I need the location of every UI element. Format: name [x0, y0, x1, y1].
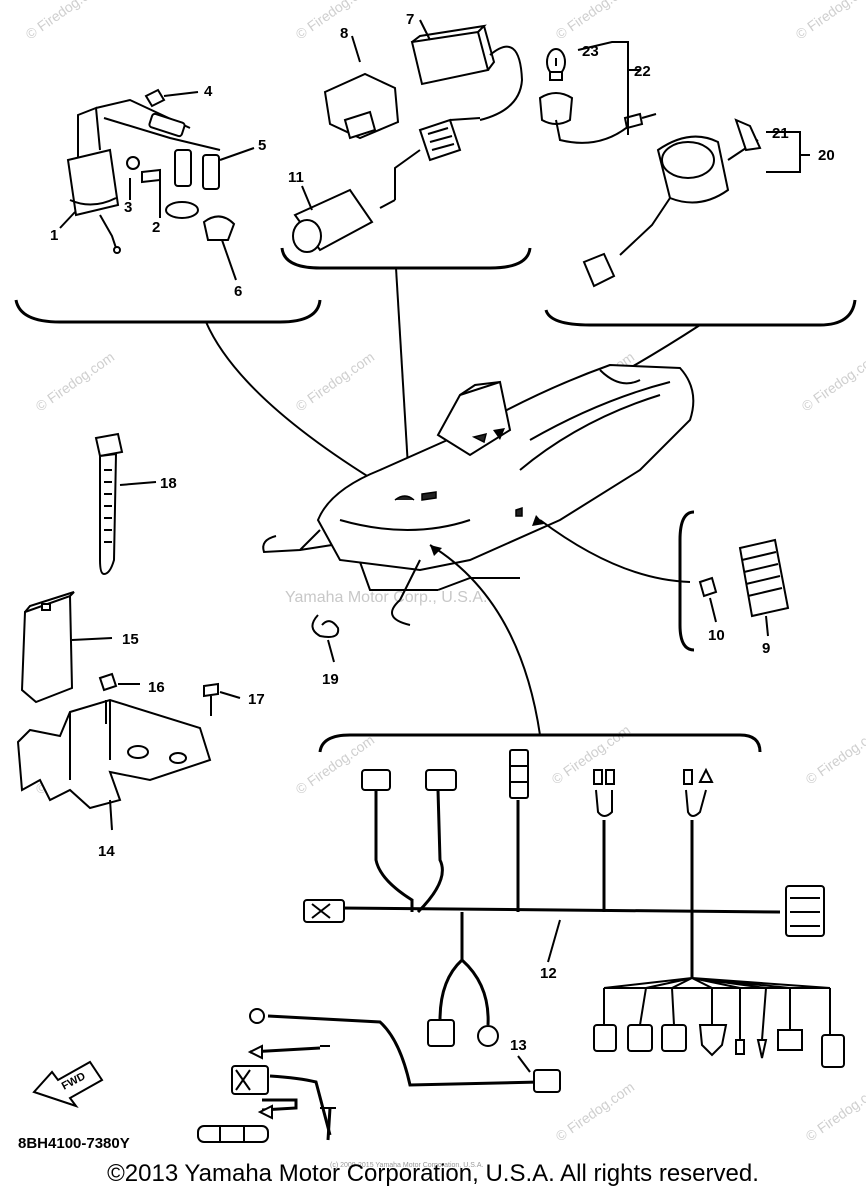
callout-10: 10: [708, 627, 725, 644]
callout-13: 13: [510, 1037, 527, 1054]
watermark: © Firedog.com: [549, 722, 634, 788]
fwd-arrow: FWD: [32, 1060, 104, 1108]
callout-20: 20: [818, 147, 835, 164]
bracket-group: [16, 591, 241, 831]
snowmobile: [262, 363, 695, 626]
wire-harness: [303, 749, 845, 1068]
callout-labels: 1 2 3 4 5 6 7 8 9 10 11 12 13 14 15 16 1…: [50, 11, 835, 1054]
ignition-coil-group: [59, 88, 255, 281]
drawing-code: 8BH4100-7380Y: [18, 1135, 130, 1152]
diagram-canvas: © Firedog.com © Firedog.com © Firedog.co…: [14, 0, 866, 1152]
harness-bracket: [318, 733, 762, 753]
callout-7: 7: [406, 11, 414, 28]
watermark: © Firedog.com: [803, 1079, 866, 1145]
cable-band: [94, 432, 157, 576]
callout-6: 6: [234, 283, 242, 300]
callout-22: 22: [634, 63, 651, 80]
callout-11: 11: [288, 169, 304, 186]
callout-16: 16: [148, 679, 165, 696]
footer-copyright: ©2013 Yamaha Motor Corporation, U.S.A. A…: [107, 1160, 759, 1187]
callout-15: 15: [122, 631, 139, 648]
sub-harness: [197, 1008, 561, 1143]
center-watermark: Yamaha Motor Corp., U.S.A.: [285, 589, 487, 606]
callout-21: 21: [772, 125, 789, 142]
callout-23: 23: [582, 43, 599, 60]
watermark: © Firedog.com: [803, 722, 866, 788]
callout-5: 5: [258, 137, 266, 154]
footer-small-text: (c) 2009-2015 Yamaha Motor Corporation, …: [330, 1162, 484, 1169]
callout-17: 17: [248, 691, 265, 708]
callout-2: 2: [152, 219, 160, 236]
cdi-unit-group: [292, 19, 524, 253]
clip: [311, 614, 340, 663]
watermark: © Firedog.com: [23, 0, 108, 42]
watermark: © Firedog.com: [293, 0, 378, 42]
watermark: © Firedog.com: [553, 1079, 638, 1145]
callout-1: 1: [50, 227, 58, 244]
callout-18: 18: [160, 475, 177, 492]
regulator-group: [678, 510, 790, 652]
watermark: © Firedog.com: [293, 349, 378, 415]
callout-4: 4: [204, 83, 213, 100]
callout-8: 8: [340, 25, 348, 42]
callout-12: 12: [540, 965, 557, 982]
lower-leaders: [429, 428, 691, 736]
watermark: © Firedog.com: [553, 0, 638, 42]
callout-19: 19: [322, 671, 339, 688]
watermark: © Firedog.com: [33, 349, 118, 415]
callout-9: 9: [762, 640, 770, 657]
callout-3: 3: [124, 199, 132, 216]
watermark: © Firedog.com: [793, 0, 866, 42]
main-switch-group: [538, 41, 810, 288]
watermark: © Firedog.com: [799, 349, 866, 415]
callout-14: 14: [98, 843, 115, 860]
